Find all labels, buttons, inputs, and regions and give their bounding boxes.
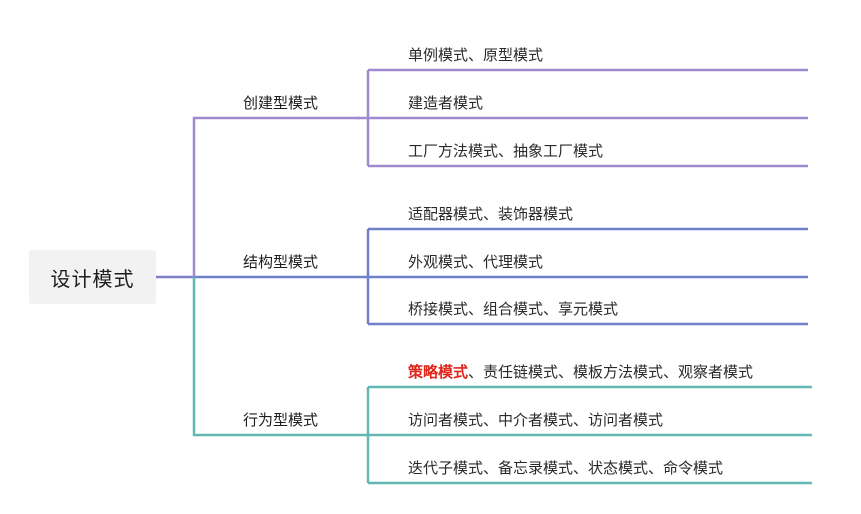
leaf-creational-2[interactable]: 建造者模式 <box>408 94 484 112</box>
leaf-structural-2[interactable]: 外观模式、代理模式 <box>408 253 544 271</box>
leaf-creational-3[interactable]: 工厂方法模式、抽象工厂模式 <box>408 142 604 160</box>
leaf-behavioral-1[interactable]: 策略模式、责任链模式、模板方法模式、观察者模式 <box>408 361 753 382</box>
leaf-structural-3[interactable]: 桥接模式、组合模式、享元模式 <box>408 300 619 318</box>
leaf-creational-1[interactable]: 单例模式、原型模式 <box>408 46 544 64</box>
connector-behavioral <box>192 277 368 437</box>
root-node[interactable]: 设计模式 <box>29 250 156 304</box>
highlighted-strategy-pattern: 策略模式 <box>408 363 469 381</box>
leaf-behavioral-2[interactable]: 访问者模式、中介者模式、访问者模式 <box>408 411 664 429</box>
branch-creational[interactable]: 创建型模式 <box>243 94 319 112</box>
leaf-behavioral-3[interactable]: 迭代子模式、备忘录模式、状态模式、命令模式 <box>408 459 724 477</box>
leaf-behavioral-1-rest: 、责任链模式、模板方法模式、观察者模式 <box>468 363 754 381</box>
leaf-structural-1[interactable]: 适配器模式、装饰器模式 <box>408 205 574 223</box>
root-label: 设计模式 <box>50 266 135 291</box>
branch-behavioral[interactable]: 行为型模式 <box>243 411 319 429</box>
branch-structural[interactable]: 结构型模式 <box>243 253 319 271</box>
connector-creational <box>192 116 360 277</box>
